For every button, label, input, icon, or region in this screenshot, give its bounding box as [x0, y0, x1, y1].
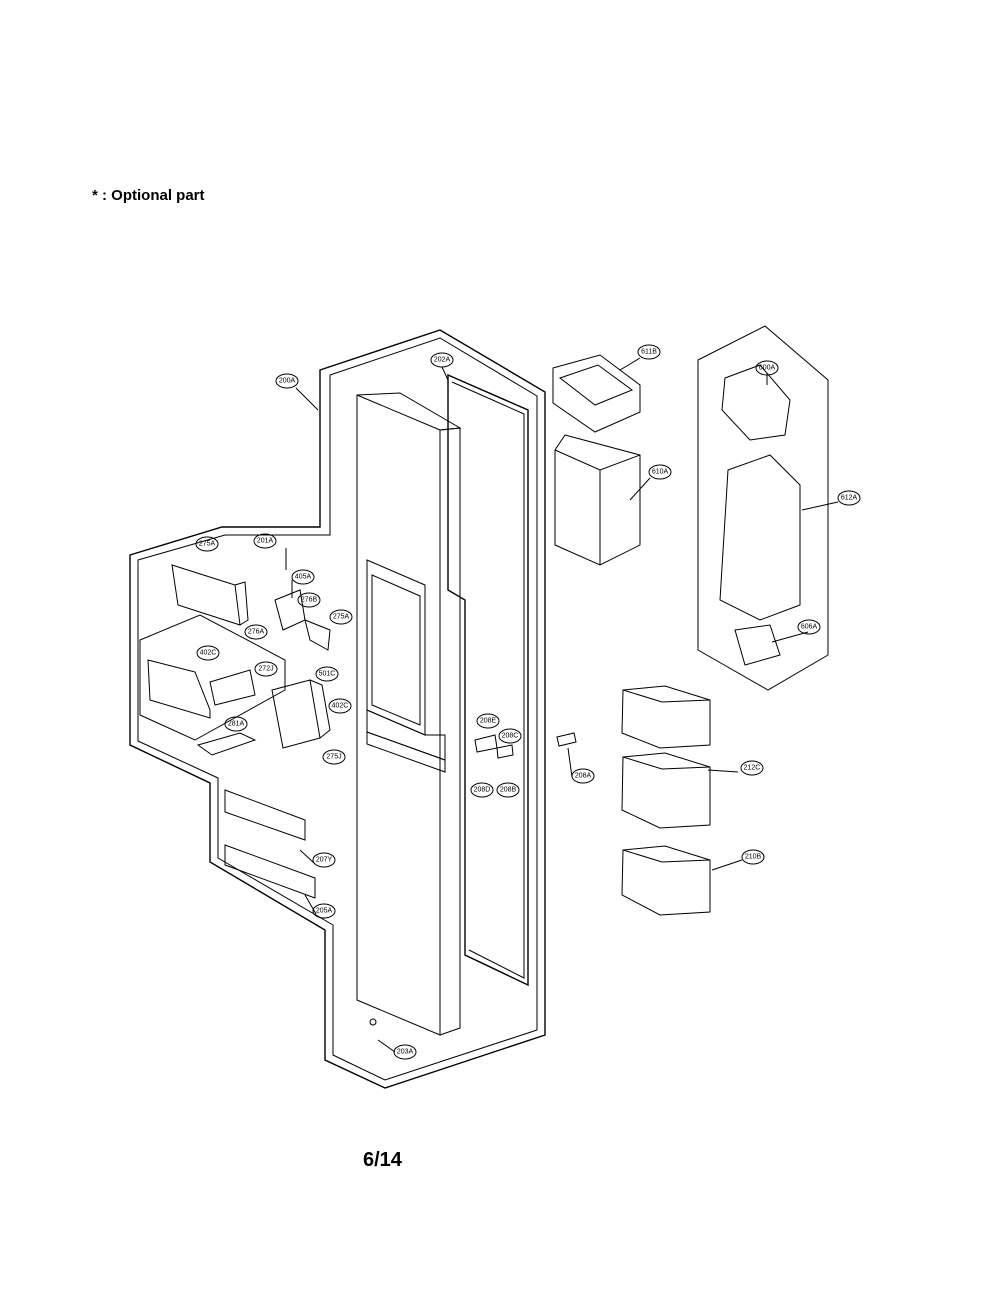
callout-611B: 611B [637, 344, 661, 360]
drip-tray [196, 732, 257, 756]
optional-part-note: * : Optional part [92, 187, 205, 204]
dispenser-parts-boundary [139, 614, 286, 741]
svg-text:612A: 612A [841, 495, 858, 502]
callout-606A: 606A [797, 619, 821, 635]
callout-281A: 281A [224, 716, 248, 732]
callout-202A: 202A [430, 352, 454, 368]
ice-bucket-lid [552, 354, 641, 433]
svg-text:207Y: 207Y [316, 857, 333, 864]
callout-207Y: 207Y [312, 852, 336, 868]
callout-405A: 405A [291, 569, 315, 585]
svg-text:200A: 200A [279, 378, 296, 385]
door-gasket [447, 373, 529, 987]
svg-text:210B: 210B [745, 854, 762, 861]
ice-bucket [554, 434, 641, 566]
page-number: 6/14 [363, 1149, 402, 1171]
svg-text:402C: 402C [200, 650, 217, 657]
svg-text:606A: 606A [801, 624, 818, 631]
door-bins-left [224, 789, 316, 899]
svg-text:208D: 208D [474, 787, 491, 794]
svg-text:202A: 202A [434, 357, 451, 364]
door-panel [356, 392, 462, 1036]
svg-text:208C: 208C [502, 733, 519, 740]
icemaker-unit [719, 364, 801, 666]
icemaker-boundary [697, 325, 829, 691]
svg-text:276A: 276A [248, 629, 265, 636]
callout-208B: 208B [496, 782, 520, 798]
callout-201A: 201A [253, 533, 277, 549]
callout-276A: 276A [244, 624, 268, 640]
svg-text:275A: 275A [333, 614, 350, 621]
callout-210B: 210B [741, 849, 765, 865]
svg-text:208E: 208E [480, 718, 497, 725]
svg-text:281A: 281A [228, 721, 245, 728]
svg-text:203A: 203A [397, 1049, 414, 1056]
callout-208E: 208E [476, 713, 500, 729]
svg-text:611B: 611B [641, 349, 657, 356]
svg-text:276B: 276B [301, 597, 318, 604]
svg-text:275J: 275J [326, 754, 341, 761]
callout-402C-2: 402C [328, 698, 352, 714]
callout-612A: 612A [837, 490, 861, 506]
svg-text:600A: 600A [759, 365, 776, 372]
svg-text:405A: 405A [295, 574, 312, 581]
svg-text:212C: 212C [744, 765, 761, 772]
callout-208C: 208C [498, 728, 522, 744]
svg-text:501C: 501C [319, 671, 336, 678]
callout-275A: 275A [195, 536, 219, 552]
leader-lines [285, 357, 839, 1053]
callout-275J: 275J [322, 749, 346, 765]
callout-208D: 208D [470, 782, 494, 798]
callout-600A: 600A [755, 360, 779, 376]
svg-text:208A: 208A [575, 773, 592, 780]
callout-501C: 501C [315, 666, 339, 682]
callout-200A: 200A [275, 373, 299, 389]
callout-610A: 610A [648, 464, 672, 480]
door-assembly-boundary [129, 329, 546, 1089]
small-cap [556, 732, 577, 747]
callout-272J: 272J [254, 661, 278, 677]
callout-275A-2: 275A [329, 609, 353, 625]
callout-203A: 203A [393, 1044, 417, 1060]
svg-text:275A: 275A [199, 541, 216, 548]
svg-text:208B: 208B [500, 787, 517, 794]
door-bins-right [621, 685, 711, 916]
callout-205A: 205A [312, 903, 336, 919]
callout-208A: 208A [571, 768, 595, 784]
svg-text:205A: 205A [316, 908, 333, 915]
svg-text:201A: 201A [257, 538, 274, 545]
small-fasteners [474, 734, 514, 759]
dispenser-cover [171, 564, 249, 626]
svg-text:272J: 272J [258, 666, 273, 673]
callout-276B: 276B [297, 592, 321, 608]
callout-402C: 402C [196, 645, 220, 661]
dispenser-module [271, 679, 331, 749]
callout-212C: 212C [740, 760, 764, 776]
svg-text:610A: 610A [652, 469, 669, 476]
control-box [147, 659, 256, 719]
svg-text:402C: 402C [332, 703, 349, 710]
